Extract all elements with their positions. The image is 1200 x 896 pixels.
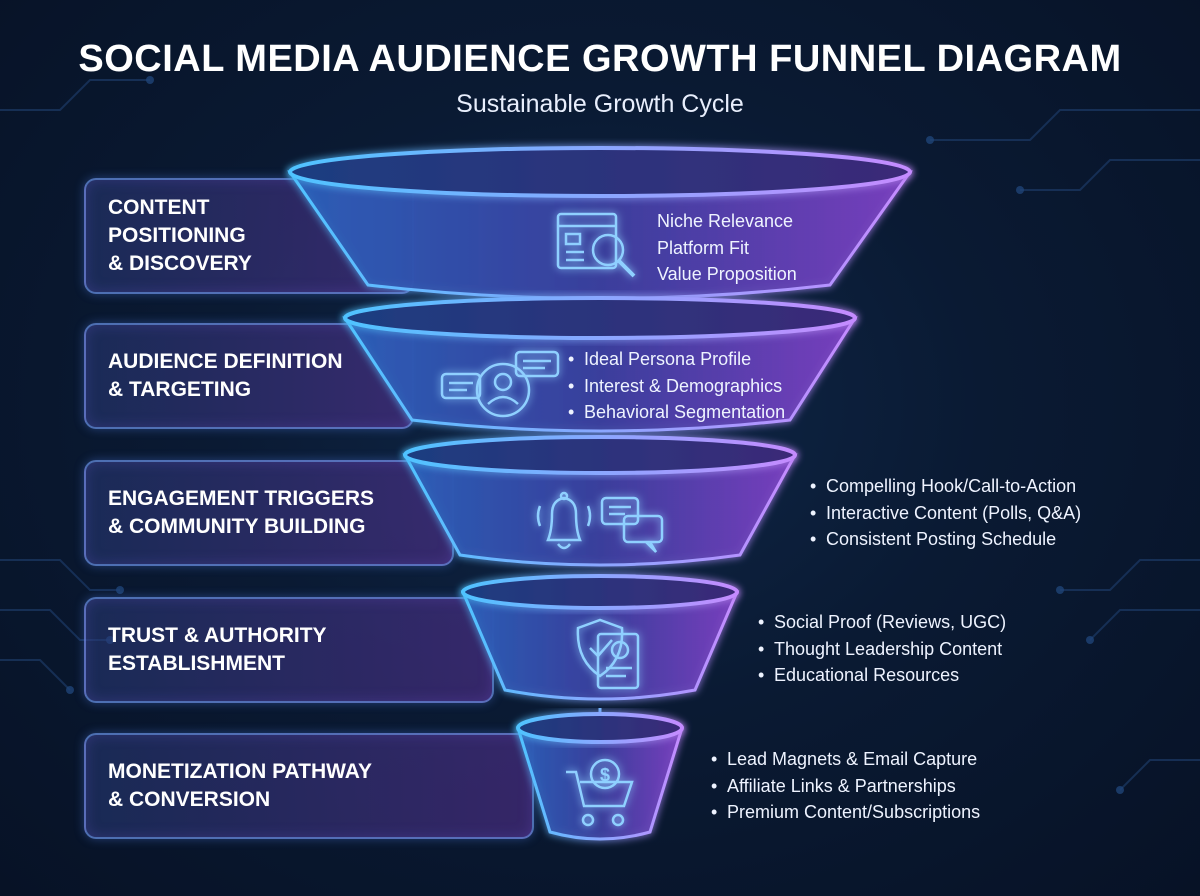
bell-chat-icon — [536, 491, 664, 553]
stage-label-5: MONETIZATION PATHWAY & CONVERSION — [84, 733, 534, 839]
stage-label-text: CONTENT POSITIONING & DISCOVERY — [108, 196, 252, 275]
page-title: SOCIAL MEDIA AUDIENCE GROWTH FUNNEL DIAG… — [78, 38, 1122, 80]
list-item: Lead Magnets & Email Capture — [711, 746, 980, 773]
webpage-search-icon — [556, 212, 636, 278]
funnel-stage-3 — [402, 435, 798, 567]
list-item: Niche Relevance — [657, 211, 794, 231]
stage-5-bullets: Lead Magnets & Email Capture Affiliate L… — [711, 746, 980, 826]
stage-4-bullets: Social Proof (Reviews, UGC) Thought Lead… — [758, 609, 1006, 689]
list-item: Affiliate Links & Partnerships — [711, 773, 980, 800]
list-item: Compelling Hook/Call-to-Action — [810, 473, 1081, 500]
stage-3-bullets: Compelling Hook/Call-to-Action Interacti… — [810, 473, 1081, 553]
funnel-stage-5 — [515, 712, 685, 841]
stage-label-4: TRUST & AUTHORITY ESTABLISHMENT — [84, 597, 494, 703]
list-item: Ideal Persona Profile — [568, 346, 785, 373]
cart-dollar-icon: $ — [566, 758, 634, 827]
list-item: Premium Content/Subscriptions — [711, 799, 980, 826]
stage-label-3: ENGAGEMENT TRIGGERS & COMMUNITY BUILDING — [84, 460, 454, 566]
stage-label-text: MONETIZATION PATHWAY & CONVERSION — [108, 760, 373, 811]
svg-text:$: $ — [600, 765, 610, 785]
list-item: Consistent Posting Schedule — [810, 526, 1081, 553]
list-item: Platform Fit — [657, 237, 750, 258]
funnel-stage-1 — [287, 146, 913, 300]
list-item: Thought Leadership Content — [758, 636, 1006, 663]
list-item: Social Proof (Reviews, UGC) — [758, 609, 1006, 636]
persona-chat-icon — [440, 350, 560, 418]
stage-1-bullets: Niche Relevance Platform Fit Value Propo… — [657, 208, 797, 288]
list-item: Educational Resources — [758, 662, 1006, 689]
funnel-stage-4 — [460, 574, 740, 701]
shield-certificate-icon — [576, 618, 640, 690]
list-item: Interactive Content (Polls, Q&A) — [810, 500, 1081, 527]
list-item: Interest & Demographics — [568, 373, 785, 400]
list-item: Behavioral Segmentation — [568, 399, 785, 426]
list-item: Value Proposition — [657, 264, 797, 284]
stage-label-text: AUDIENCE DEFINITION & TARGETING — [108, 350, 343, 401]
stage-label-text: ENGAGEMENT TRIGGERS & COMMUNITY BUILDING — [108, 487, 375, 538]
stage-2-bullets: Ideal Persona Profile Interest & Demogra… — [568, 346, 785, 426]
stage-label-text: TRUST & AUTHORITY ESTABLISHMENT — [108, 624, 327, 675]
page-subtitle: Sustainable Growth Cycle — [456, 90, 744, 118]
